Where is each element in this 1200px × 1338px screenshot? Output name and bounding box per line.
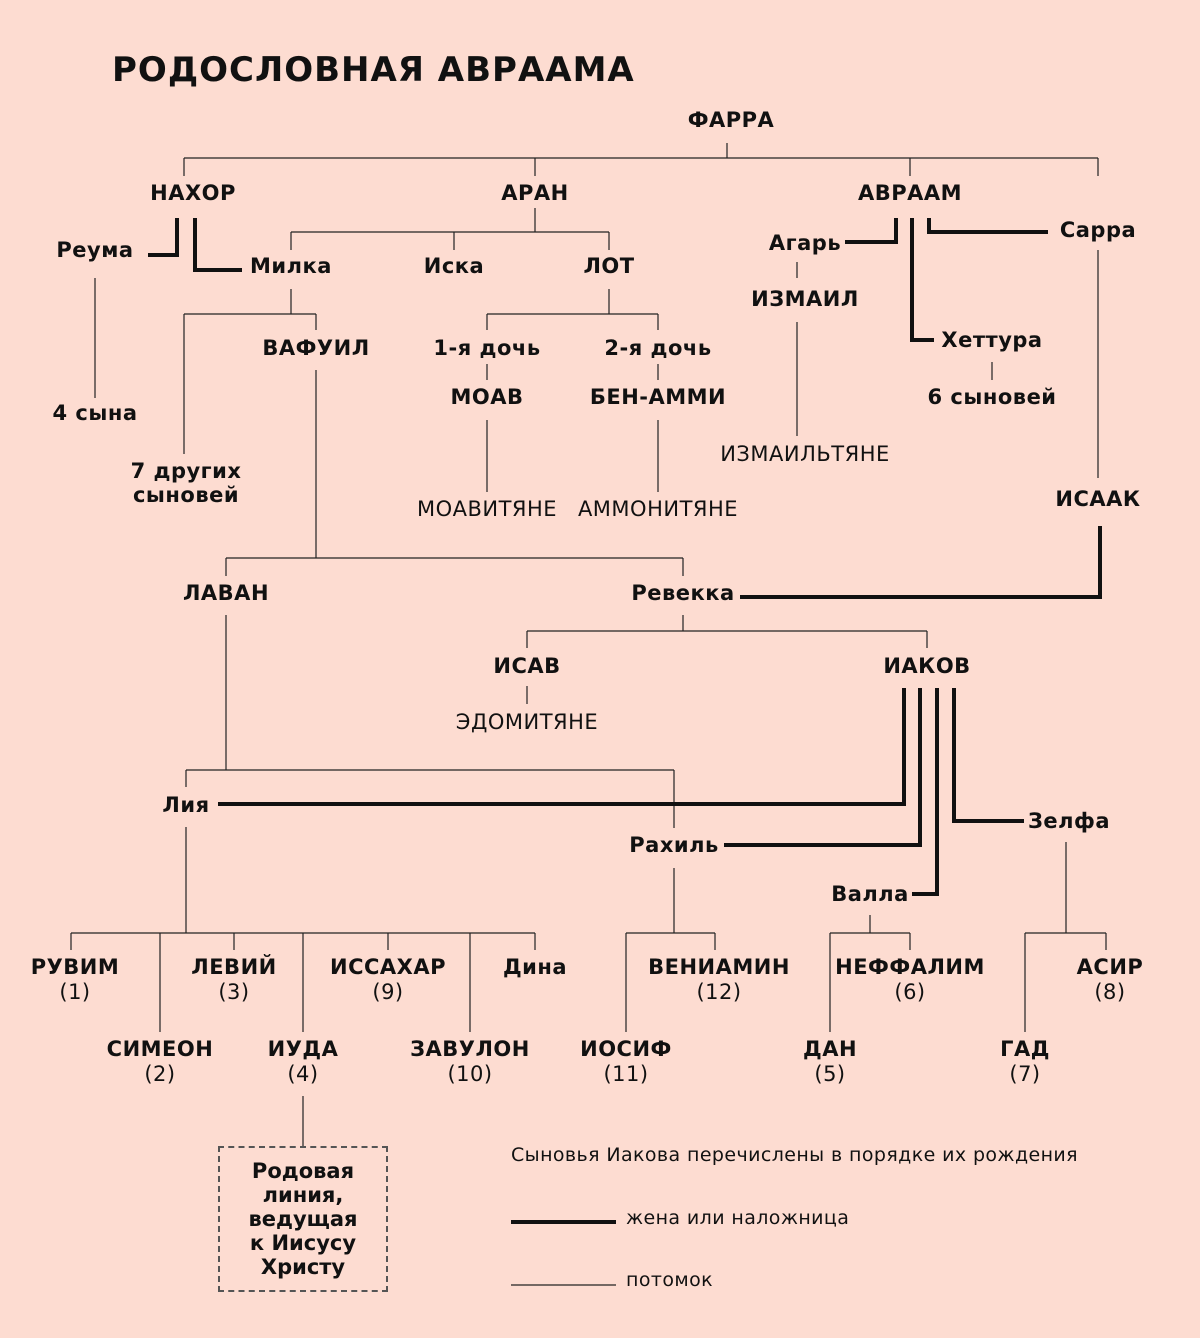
son-veniamin: ВЕНИАМИН(12) — [648, 955, 790, 1004]
person-isaak: ИСААК — [1055, 487, 1141, 511]
people-ammonityane: АММОНИТЯНЕ — [577, 497, 739, 521]
person-rahil: Рахиль — [629, 833, 719, 857]
person-nahor: НАХОР — [150, 181, 236, 205]
person-farra: ФАРРА — [687, 108, 775, 132]
person-vafuil: ВАФУИЛ — [262, 336, 370, 360]
legend-note: Сыновья Иакова перечислены в порядке их … — [511, 1144, 1078, 1166]
person-izmail: ИЗМАИЛ — [751, 287, 859, 311]
label-six-sons: 6 сыновей — [927, 385, 1057, 409]
label-four-sons: 4 сына — [52, 401, 138, 425]
people-edomityane: ЭДОМИТЯНЕ — [455, 710, 599, 734]
son-iosif: ИОСИФ(11) — [580, 1037, 672, 1086]
legend-descendant: потомок — [626, 1269, 713, 1291]
person-lot: ЛОТ — [583, 254, 635, 278]
person-valla: Валла — [831, 882, 909, 906]
page-title: РОДОСЛОВНАЯ АВРААМА — [112, 50, 635, 90]
lineage-box-text: Родовая линия, ведущая к Иисусу Христу — [248, 1159, 358, 1279]
people-moavityane: МОАВИТЯНЕ — [416, 497, 558, 521]
daughter-dina: Дина — [502, 955, 568, 979]
son-iuda: ИУДА(4) — [267, 1037, 339, 1086]
son-zavulon: ЗАВУЛОН(10) — [410, 1037, 530, 1086]
person-liya: Лия — [162, 793, 210, 817]
son-gad: ГАД(7) — [1000, 1037, 1050, 1086]
person-iska: Иска — [423, 254, 485, 278]
person-sarra: Сарра — [1059, 218, 1137, 242]
son-neffalim: НЕФФАЛИМ(6) — [835, 955, 985, 1004]
person-revekka: Ревекка — [631, 581, 735, 605]
person-agar: Агарь — [768, 231, 842, 255]
people-izmailtyane: ИЗМАИЛЬТЯНЕ — [720, 442, 890, 466]
son-leviy: ЛЕВИЙ(3) — [191, 955, 277, 1004]
legend-wife: жена или наложница — [626, 1207, 850, 1229]
person-milka: Милка — [250, 254, 332, 278]
person-reuma: Реума — [56, 238, 134, 262]
son-ruvim: РУВИМ(1) — [30, 955, 120, 1004]
person-hettura: Хеттура — [941, 328, 1043, 352]
label-seven-sons: 7 других сыновей — [130, 459, 242, 507]
son-asir: АСИР(8) — [1076, 955, 1144, 1004]
person-ben-ammi: БЕН-АММИ — [589, 385, 727, 409]
person-lavan: ЛАВАН — [182, 581, 270, 605]
son-simeon: СИМЕОН(2) — [106, 1037, 214, 1086]
person-daughter-2: 2-я дочь — [604, 336, 712, 360]
person-zelfa: Зелфа — [1027, 809, 1111, 833]
person-avraam: АВРААМ — [857, 181, 963, 205]
person-aran: АРАН — [501, 181, 569, 205]
person-moav: МОАВ — [450, 385, 524, 409]
lineage-box: Родовая линия, ведущая к Иисусу Христу — [218, 1146, 388, 1292]
son-issahar: ИССАХАР(9) — [330, 955, 446, 1004]
person-daughter-1: 1-я дочь — [433, 336, 541, 360]
person-iakov: ИАКОВ — [883, 654, 971, 678]
son-dan: ДАН(5) — [802, 1037, 858, 1086]
person-isav: ИСАВ — [493, 654, 561, 678]
